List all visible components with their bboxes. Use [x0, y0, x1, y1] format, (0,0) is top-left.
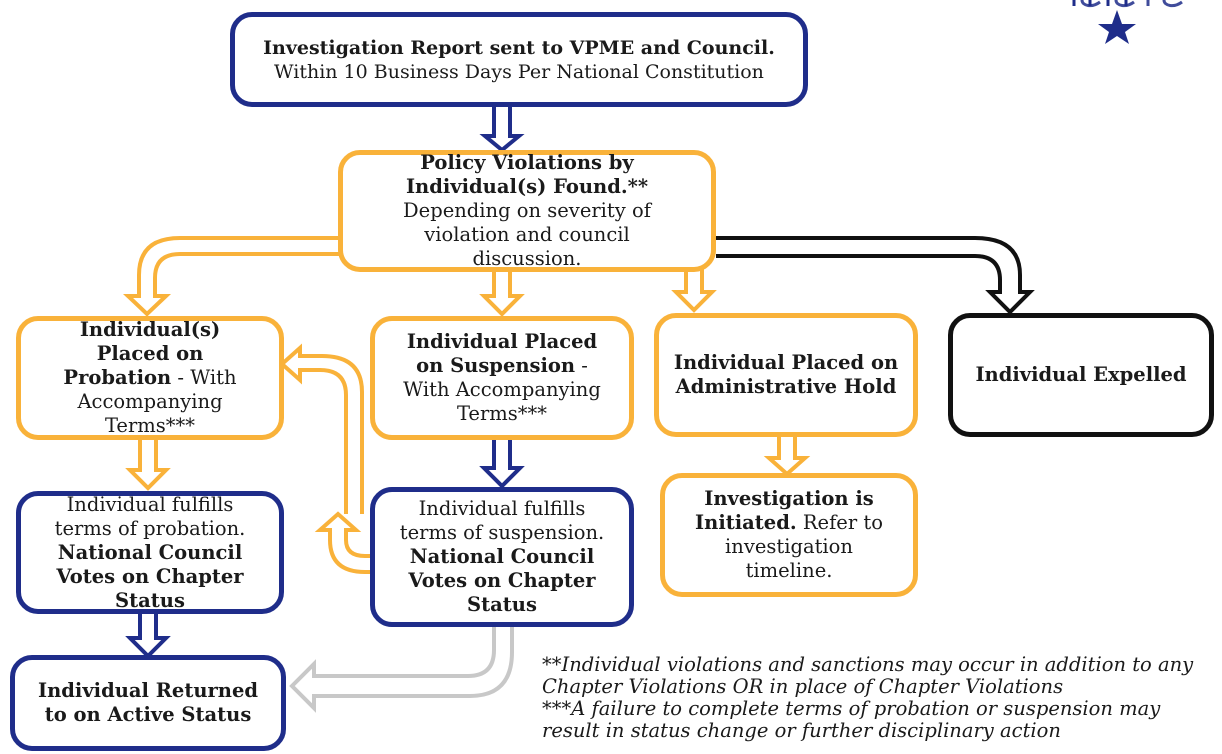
suspension-box: Individual Placed on Suspension - With A… — [370, 316, 634, 440]
returned-active-box: Individual Returned to on Active Status — [10, 655, 286, 751]
footnotes: **Individual violations and sanctions ma… — [542, 654, 1212, 742]
investigation-initiated-text: Refer to investigation timeline. — [725, 511, 883, 582]
arrow-report-to-policy — [479, 106, 525, 153]
arrow-policy-to-admin-hold — [671, 268, 717, 313]
arrow-policy-to-probation — [122, 236, 340, 317]
investigation-initiated-title: Investigation is Initiated. — [695, 487, 874, 534]
probation-text: - With Accompanying Terms*** — [77, 366, 237, 437]
arrow-admin-to-investigation — [763, 436, 811, 477]
arrow-suspension-to-fulfill — [479, 440, 525, 489]
fulfill-probation-box: Individual fulfills terms of probation. … — [16, 491, 284, 614]
arrow-policy-to-suspension — [479, 272, 525, 317]
investigation-report-box: Investigation Report sent to VPME and Co… — [230, 12, 808, 107]
suspension-title: Individual Placed on Suspension — [406, 330, 598, 377]
fulfill-probation-title: National Council Votes on Chapter Status — [56, 540, 244, 612]
fulfill-suspension-box: Individual fulfills terms of suspension.… — [370, 487, 634, 627]
returned-active-title: Individual Returned to on Active Status — [37, 679, 258, 726]
policy-violations-box: Policy Violations by Individual(s) Found… — [338, 150, 716, 272]
arrow-probation-to-fulfill — [125, 440, 171, 491]
administrative-hold-box: Individual Placed on Administrative Hold — [654, 313, 918, 437]
investigation-report-title: Investigation Report sent to VPME and Co… — [263, 36, 775, 59]
probation-title: Individual(s) Placed on Probation — [63, 318, 221, 389]
investigation-report-subtitle: Within 10 Business Days Per National Con… — [274, 60, 764, 83]
fulfill-suspension-text: Individual fulfills terms of suspension. — [399, 497, 605, 544]
probation-box: Individual(s) Placed on Probation - With… — [16, 316, 284, 440]
policy-violations-title: Policy Violations by Individual(s) Found… — [405, 151, 649, 198]
arrow-suspension-to-returned — [289, 626, 514, 713]
arrow-fulfill-to-returned — [125, 614, 171, 659]
fulfill-suspension-title: National Council Votes on Chapter Status — [408, 545, 596, 616]
investigation-initiated-box: Investigation is Initiated. Refer to inv… — [660, 473, 918, 597]
arrow-suspension-back-to-probation — [278, 343, 372, 574]
expelled-box: Individual Expelled — [948, 313, 1214, 437]
policy-violations-text: Depending on severity of violation and c… — [403, 199, 651, 270]
expelled-title: Individual Expelled — [975, 363, 1187, 386]
administrative-hold-title: Individual Placed on Administrative Hold — [673, 351, 899, 398]
footnote-failure-terms: ***A failure to complete terms of probat… — [542, 697, 1161, 742]
logo-icon — [1072, 0, 1183, 44]
footnote-individual-violations: **Individual violations and sanctions ma… — [542, 653, 1194, 698]
fulfill-probation-text: Individual fulfills terms of probation. — [54, 492, 246, 540]
arrow-policy-to-expelled — [716, 236, 1035, 315]
suspension-text: - With Accompanying Terms*** — [403, 354, 601, 425]
